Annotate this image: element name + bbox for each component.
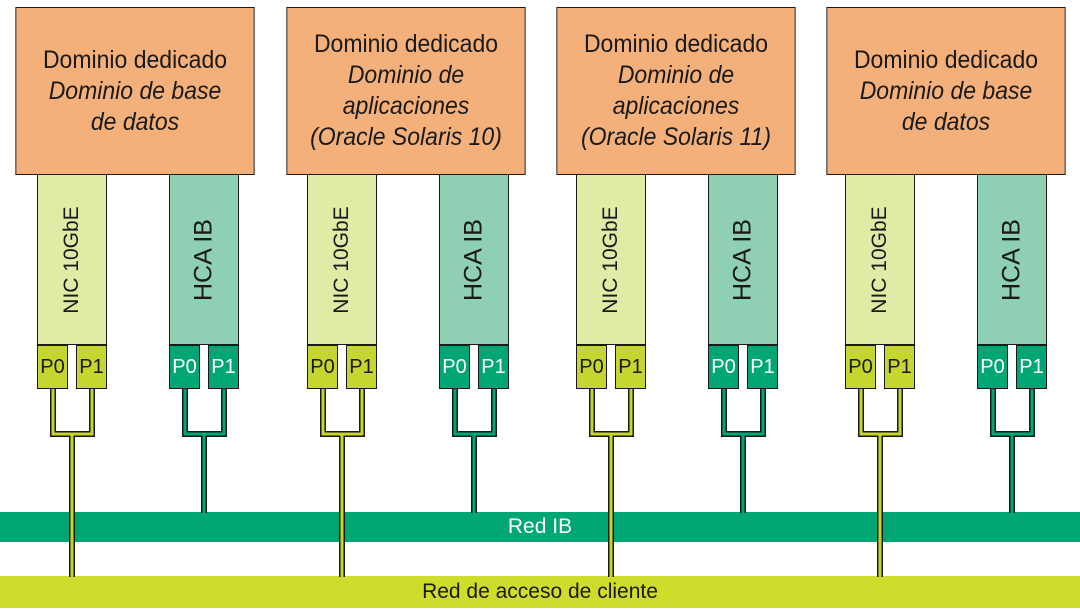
domain-subtitle: (Oracle Solaris 11) xyxy=(580,123,772,151)
domain-subtitle: Dominio de xyxy=(617,61,735,89)
nic-card-4: NIC 10GbE xyxy=(845,175,915,345)
hca-card-2: HCA IB xyxy=(439,175,509,345)
nic-card-label: NIC 10GbE xyxy=(330,205,353,314)
domain-subtitle: aplicaciones xyxy=(612,92,740,120)
hca-port-p0: P0 xyxy=(708,345,739,389)
domain-title: Dominio dedicado xyxy=(853,45,1039,74)
hca-cable-4 xyxy=(990,389,1035,513)
domain-box-2: Dominio dedicado Dominio de aplicaciones… xyxy=(286,7,526,175)
nic-card-1: NIC 10GbE xyxy=(37,175,107,345)
hca-cable-3 xyxy=(721,389,766,513)
domain-box-1: Dominio dedicado Dominio de base de dato… xyxy=(15,7,255,175)
nic-port-p1: P1 xyxy=(76,345,107,389)
nic-card-label: NIC 10GbE xyxy=(868,205,891,314)
nic-cable-3 xyxy=(589,389,634,577)
domain-title: Dominio dedicado xyxy=(42,45,228,74)
domain-subtitle: aplicaciones xyxy=(342,92,470,120)
nic-port-p1: P1 xyxy=(615,345,646,389)
nic-port-p0: P0 xyxy=(845,345,876,389)
hca-port-p0: P0 xyxy=(977,345,1008,389)
nic-card-label: NIC 10GbE xyxy=(599,205,622,314)
domain-title: Dominio dedicado xyxy=(313,30,499,58)
hca-card-4: HCA IB xyxy=(977,175,1047,345)
nic-port-p1: P1 xyxy=(884,345,915,389)
nic-card-2: NIC 10GbE xyxy=(307,175,377,345)
hca-card-label: HCA IB xyxy=(997,218,1026,301)
domain-subtitle: de datos xyxy=(90,107,180,136)
hca-port-p1: P1 xyxy=(478,345,509,389)
nic-port-p0: P0 xyxy=(37,345,68,389)
hca-card-label: HCA IB xyxy=(189,218,218,301)
hca-port-p1: P1 xyxy=(747,345,778,389)
hca-card-label: HCA IB xyxy=(459,218,488,301)
client-network-label: Red de acceso de cliente xyxy=(422,580,658,603)
domain-title: Dominio dedicado xyxy=(583,30,769,58)
hca-cable-1 xyxy=(182,389,227,513)
ib-network-label: Red IB xyxy=(507,515,573,538)
nic-port-p0: P0 xyxy=(576,345,607,389)
hca-card-1: HCA IB xyxy=(169,175,239,345)
domain-subtitle: de datos xyxy=(901,107,991,136)
nic-port-p1: P1 xyxy=(346,345,377,389)
nic-cable-2 xyxy=(320,389,365,577)
domain-box-4: Dominio dedicado Dominio de base de dato… xyxy=(826,7,1066,175)
hca-card-3: HCA IB xyxy=(708,175,778,345)
ib-network-bar: Red IB xyxy=(0,512,1080,542)
hca-cable-2 xyxy=(452,389,497,513)
domain-subtitle: Dominio de xyxy=(347,61,465,89)
domain-box-3: Dominio dedicado Dominio de aplicaciones… xyxy=(556,7,796,175)
nic-port-p0: P0 xyxy=(307,345,338,389)
hca-port-p1: P1 xyxy=(1016,345,1047,389)
hca-port-p1: P1 xyxy=(208,345,239,389)
hca-port-p0: P0 xyxy=(169,345,200,389)
domain-subtitle: (Oracle Solaris 10) xyxy=(310,123,502,151)
hca-card-label: HCA IB xyxy=(728,218,757,301)
nic-card-label: NIC 10GbE xyxy=(60,205,83,314)
nic-card-3: NIC 10GbE xyxy=(576,175,646,345)
nic-cable-1 xyxy=(50,389,95,577)
client-network-bar: Red de acceso de cliente xyxy=(0,576,1080,608)
domain-subtitle: Dominio de base xyxy=(859,76,1033,105)
nic-cable-4 xyxy=(858,389,903,577)
domain-subtitle: Dominio de base xyxy=(48,76,222,105)
hca-port-p0: P0 xyxy=(439,345,470,389)
